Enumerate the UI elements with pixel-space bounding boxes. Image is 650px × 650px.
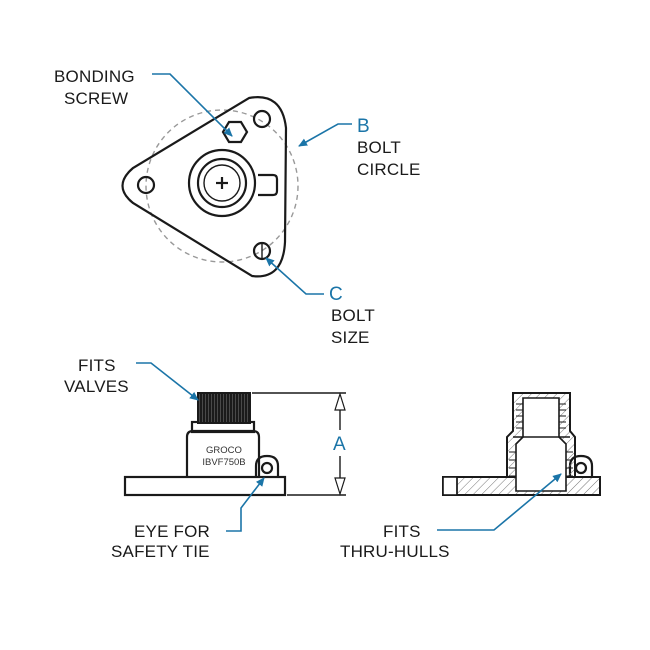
label-fits-valves-line1: FITS <box>78 356 116 375</box>
bolt-circle-dashed <box>145 109 299 263</box>
section-view <box>442 392 601 496</box>
dimension-a: A <box>252 391 346 497</box>
bolt-circle-callout: B BOLT CIRCLE <box>298 116 421 179</box>
top-view <box>121 96 299 278</box>
triangular-flange <box>121 96 288 278</box>
label-bonding-line1: BONDING <box>54 67 135 86</box>
label-bolt-size-line1: BOLT <box>331 306 375 325</box>
bonding-screw-hex <box>221 120 249 144</box>
central-boss-mid <box>196 157 248 209</box>
label-bolt-circle-line1: BOLT <box>357 138 401 157</box>
label-bolt-circle-line2: CIRCLE <box>357 160 421 179</box>
label-eye-line1: EYE FOR <box>134 522 210 541</box>
central-boss-inner <box>203 164 241 202</box>
label-a-letter: A <box>333 434 346 455</box>
label-thru-line2: THRU-HULLS <box>340 542 450 561</box>
thru-hulls-callout: FITS THRU-HULLS <box>340 473 562 561</box>
eye-callout: EYE FOR SAFETY TIE <box>111 477 265 561</box>
part-brand: GROCO <box>206 445 242 456</box>
side-base-plate <box>123 475 287 497</box>
bolt-hole-bottom <box>252 241 272 261</box>
label-c-letter: C <box>329 284 343 305</box>
label-bonding-line2: SCREW <box>64 89 128 108</box>
label-thru-line1: FITS <box>383 522 421 541</box>
side-threaded-neck <box>197 392 251 424</box>
bonding-lug <box>258 173 279 197</box>
label-fits-valves-line2: VALVES <box>64 377 129 396</box>
bolt-size-callout: C BOLT SIZE <box>265 257 375 347</box>
part-model: IBVF750B <box>202 457 245 468</box>
side-safety-eye <box>254 454 280 477</box>
label-eye-line2: SAFETY TIE <box>111 542 210 561</box>
label-bolt-size-line2: SIZE <box>331 328 370 347</box>
bonding-screw-callout: BONDING SCREW <box>54 67 233 137</box>
label-b-letter: B <box>357 116 370 137</box>
bolt-hole-top <box>252 109 272 129</box>
bolt-hole-left <box>136 175 156 195</box>
central-boss-outer <box>187 148 257 218</box>
side-view: GROCO IBVF750B <box>123 392 287 497</box>
fits-valves-callout: FITS VALVES <box>64 356 199 401</box>
